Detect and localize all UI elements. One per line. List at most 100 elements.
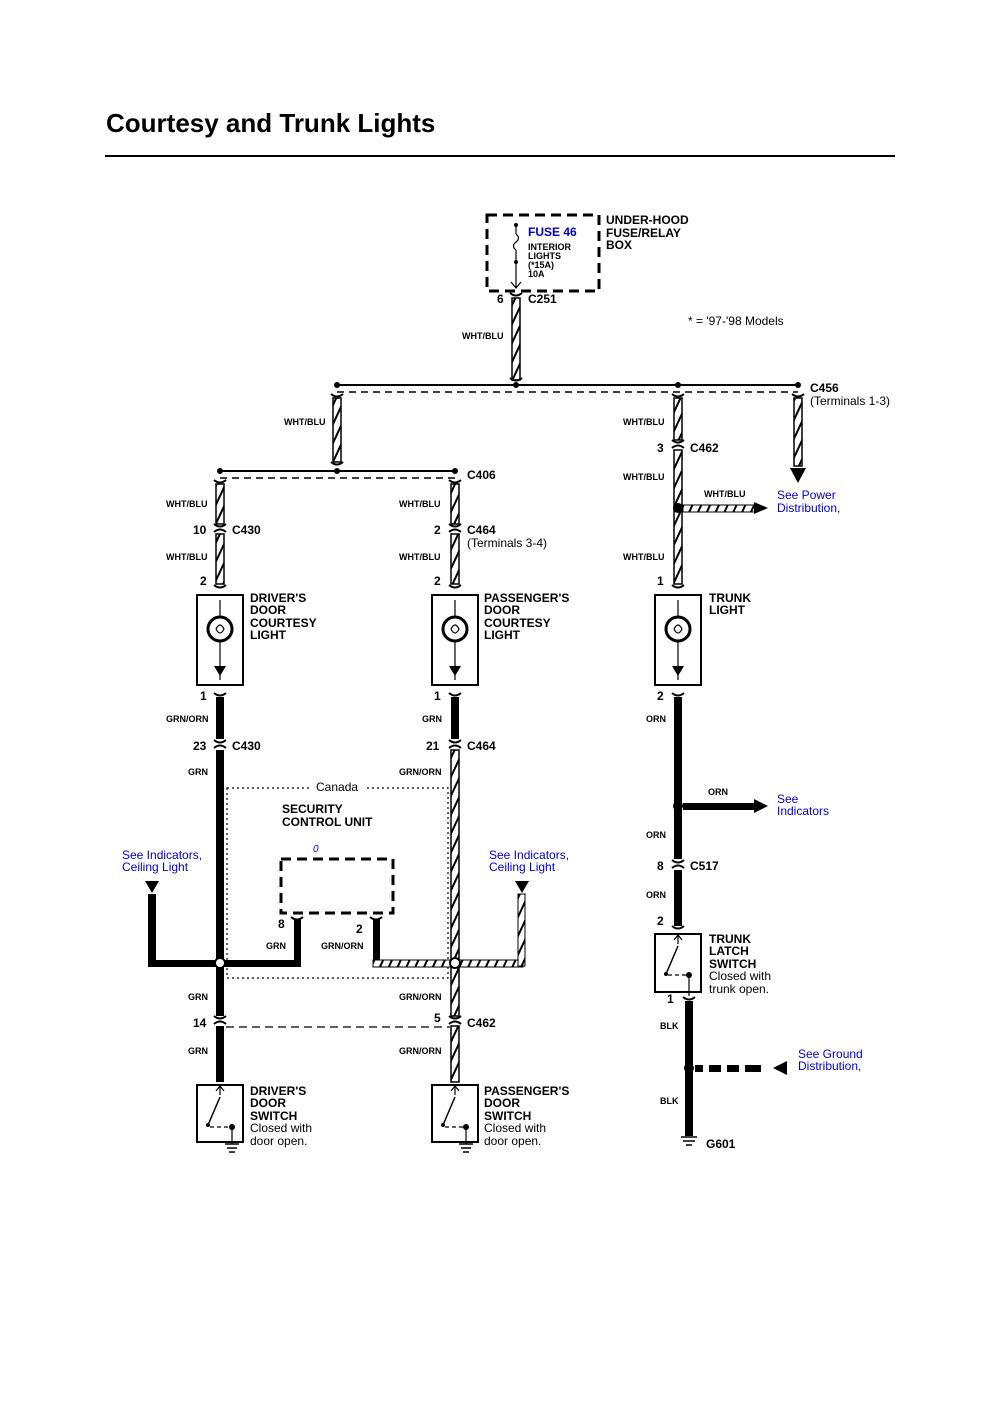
trunk-upper-wire: WHT/BLU 3 C462 WHT/BLU WHT/BLU 1 WHT/BLU <box>623 393 768 589</box>
wire-label-p5: GRN/ORN <box>399 992 442 1002</box>
wire-label-d1: WHT/BLU <box>166 499 208 509</box>
pin-2-scu: 2 <box>356 922 363 936</box>
link-power-1[interactable]: See Power <box>777 488 836 502</box>
top-bus: C456 (Terminals 1-3) <box>334 381 890 408</box>
driver-light-3: COURTESY <box>250 616 317 630</box>
pin-p-2b: 2 <box>434 574 441 588</box>
wire-label-t6: ORN <box>646 830 666 840</box>
wire-label-t2: WHT/BLU <box>623 472 665 482</box>
wire-label-t7: ORN <box>646 890 666 900</box>
fuse-label: FUSE 46 <box>528 225 577 239</box>
pin-t-1b: 1 <box>667 992 674 1006</box>
security-unit-1: SECURITY <box>282 802 343 816</box>
pin-t-8: 8 <box>657 859 664 873</box>
passenger-switch-note-1: Closed with <box>484 1121 546 1135</box>
bulb-icon <box>664 615 692 643</box>
switch-icon <box>665 945 679 975</box>
junction-wires <box>145 881 529 969</box>
canada-label: Canada <box>316 780 358 794</box>
connector-c251: C251 <box>528 292 557 306</box>
link-indicators-ceiling-left-2[interactable]: Ceiling Light <box>122 860 189 874</box>
wire-label-p4: GRN/ORN <box>399 767 442 777</box>
pin-p-1: 1 <box>434 689 441 703</box>
link-indicators-ceiling-right-2[interactable]: Ceiling Light <box>489 860 556 874</box>
switch-icon <box>442 1096 456 1126</box>
passenger-switch-2: DOOR <box>484 1096 520 1110</box>
trunk-latch-1: TRUNK <box>709 932 751 946</box>
link-ground-1[interactable]: See Ground <box>798 1047 863 1061</box>
fuse-box-name-2: FUSE/RELAY <box>606 226 681 240</box>
passenger-light-4: LIGHT <box>484 628 521 642</box>
wire-label-d2: WHT/BLU <box>166 552 208 562</box>
link-indicators-1[interactable]: See <box>777 792 799 806</box>
link-ground-2[interactable]: Distribution, <box>798 1059 861 1073</box>
trunk-light: TRUNK LIGHT 2 <box>654 591 751 703</box>
wire-label-scu-grn: GRN <box>266 941 286 951</box>
wire-label-feed: WHT/BLU <box>462 331 504 341</box>
link-indicators-ceiling-left-1[interactable]: See Indicators, <box>122 848 202 862</box>
trunk-lower-wire: ORN ORN ORN 8 C517 ORN 2 <box>646 692 768 930</box>
driver-lower-wire: GRN/ORN 23 C430 GRN GRN 14 GRN <box>166 692 261 1082</box>
trunk-light-2: LIGHT <box>709 603 746 617</box>
pin-t-1: 1 <box>657 574 664 588</box>
wire-label-d3: GRN/ORN <box>166 714 209 724</box>
driver-light-2: DOOR <box>250 603 286 617</box>
pin-3: 3 <box>657 441 664 455</box>
pin-t-2b: 2 <box>657 914 664 928</box>
wire-label-power: WHT/BLU <box>704 489 746 499</box>
passenger-lower-wire: GRN 21 C464 GRN/ORN GRN/ORN 5 C462 GRN/O… <box>399 692 496 1083</box>
wire-label-p3: GRN <box>422 714 442 724</box>
fuse-box-name-1: UNDER-HOOD <box>606 213 689 227</box>
wire-label-p2: WHT/BLU <box>399 552 441 562</box>
bulb-icon <box>206 615 234 643</box>
fuse-box: FUSE 46 INTERIOR LIGHTS (*15A) 10A UNDER… <box>485 213 689 306</box>
connector-c430-bottom: C430 <box>232 739 261 753</box>
passenger-door-switch: PASSENGER'S DOOR SWITCH Closed with door… <box>431 1084 569 1153</box>
wire-label-d5: GRN <box>188 992 208 1002</box>
passenger-light-2: DOOR <box>484 603 520 617</box>
connector-c406: C406 <box>467 468 496 482</box>
driver-switch-1: DRIVER'S <box>250 1084 306 1098</box>
link-indicators-2[interactable]: Indicators <box>777 804 829 818</box>
security-control-unit: Canada SECURITY CONTROL UNIT 0 8 2 GRN G… <box>226 780 449 979</box>
trunk-latch-note-1: Closed with <box>709 969 771 983</box>
wire-label-t8: BLK <box>660 1021 679 1031</box>
link-indicators-ceiling-right-1[interactable]: See Indicators, <box>489 848 569 862</box>
passenger-switch-3: SWITCH <box>484 1109 531 1123</box>
trunk-latch-note-2: trunk open. <box>709 982 769 996</box>
pin-p-2a: 2 <box>434 523 441 537</box>
driver-switch-note-2: door open. <box>250 1134 307 1148</box>
branch-c406: WHT/BLU C406 <box>217 393 496 482</box>
fuse-desc-3: (*15A) <box>528 260 554 270</box>
pin-5: 5 <box>434 1011 441 1025</box>
connector-c462-top: C462 <box>690 441 719 455</box>
wire-label-p1: WHT/BLU <box>399 499 441 509</box>
pin-d-1: 1 <box>200 689 207 703</box>
passenger-light-3: COURTESY <box>484 616 551 630</box>
link-power-2[interactable]: Distribution, <box>777 501 840 515</box>
connector-c456: C456 <box>810 381 839 395</box>
trunk-latch-2: LATCH <box>709 944 749 958</box>
pin-23: 23 <box>193 739 207 753</box>
fuse-icon <box>512 233 520 251</box>
wire-label-d4: GRN <box>188 767 208 777</box>
passenger-light-1: PASSENGER'S <box>484 591 569 605</box>
fuse-desc-2: LIGHTS <box>528 251 561 261</box>
fuse-box-name-3: BOX <box>606 238 632 252</box>
trunk-latch-switch: TRUNK LATCH SWITCH Closed with trunk ope… <box>654 932 771 1006</box>
trunk-latch-3: SWITCH <box>709 957 756 971</box>
bulb-icon <box>441 615 469 643</box>
wire-label-t9: BLK <box>660 1096 679 1106</box>
pin-14: 14 <box>193 1016 207 1030</box>
wire-label-t5: ORN <box>708 787 728 797</box>
fuse-desc-4: 10A <box>528 269 545 279</box>
security-unit-2: CONTROL UNIT <box>282 815 373 829</box>
wire-label-d6: GRN <box>188 1046 208 1056</box>
connector-c462-bottom: C462 <box>467 1016 496 1030</box>
feed-wire: WHT/BLU <box>462 292 523 382</box>
c464-note: (Terminals 3-4) <box>467 536 547 550</box>
pin-21: 21 <box>426 739 440 753</box>
wire-label-t3: WHT/BLU <box>623 552 665 562</box>
pin-t-2: 2 <box>657 689 664 703</box>
